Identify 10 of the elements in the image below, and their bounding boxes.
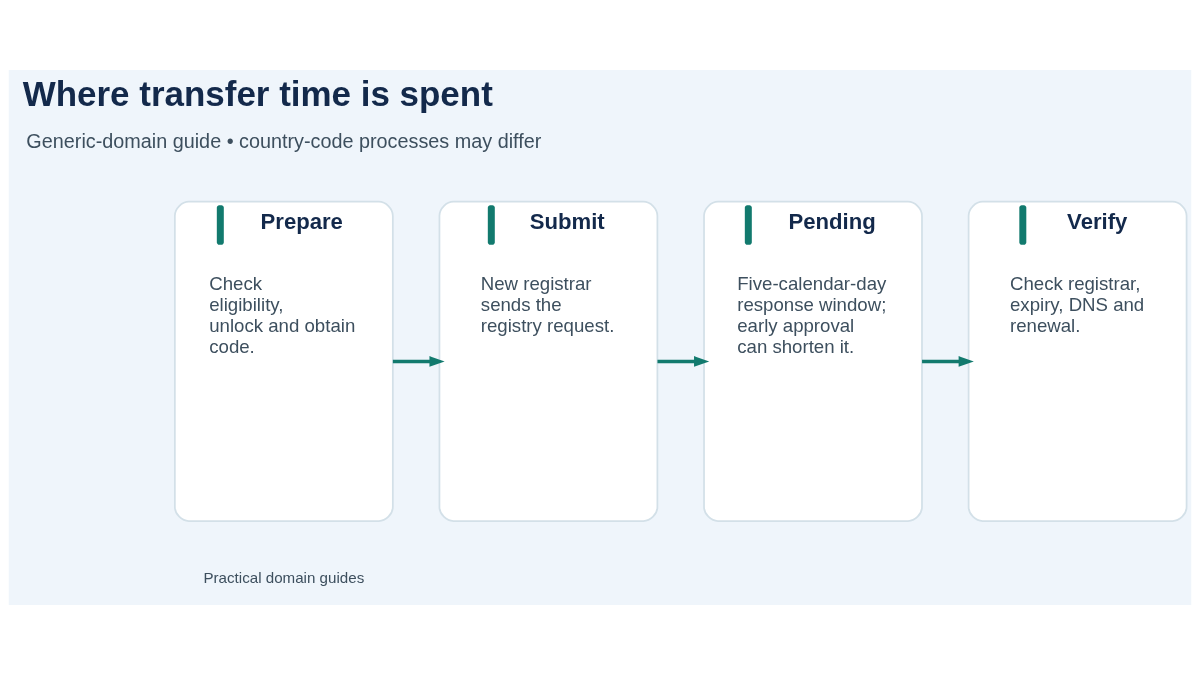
diagram-title: Where transfer time is spent: [22, 74, 493, 114]
label: Practical domain guides: [203, 569, 365, 587]
node-box: Prepare Check eligibility, unlock and obtain code.: [174, 200, 394, 522]
label: Generic-domain guide • country-code processes may differ: [26, 130, 542, 153]
node-box: Pending Five-calendar-day response window; early approval can shorten it.: [703, 200, 923, 522]
node-box: Verify Check registrar, expiry, DNS and renewal.: [967, 200, 1188, 522]
arrow: [657, 356, 710, 367]
arrow: [922, 356, 974, 367]
arrow: [392, 356, 445, 367]
node-box: Submit New registrar sends the registry request.: [438, 200, 659, 522]
